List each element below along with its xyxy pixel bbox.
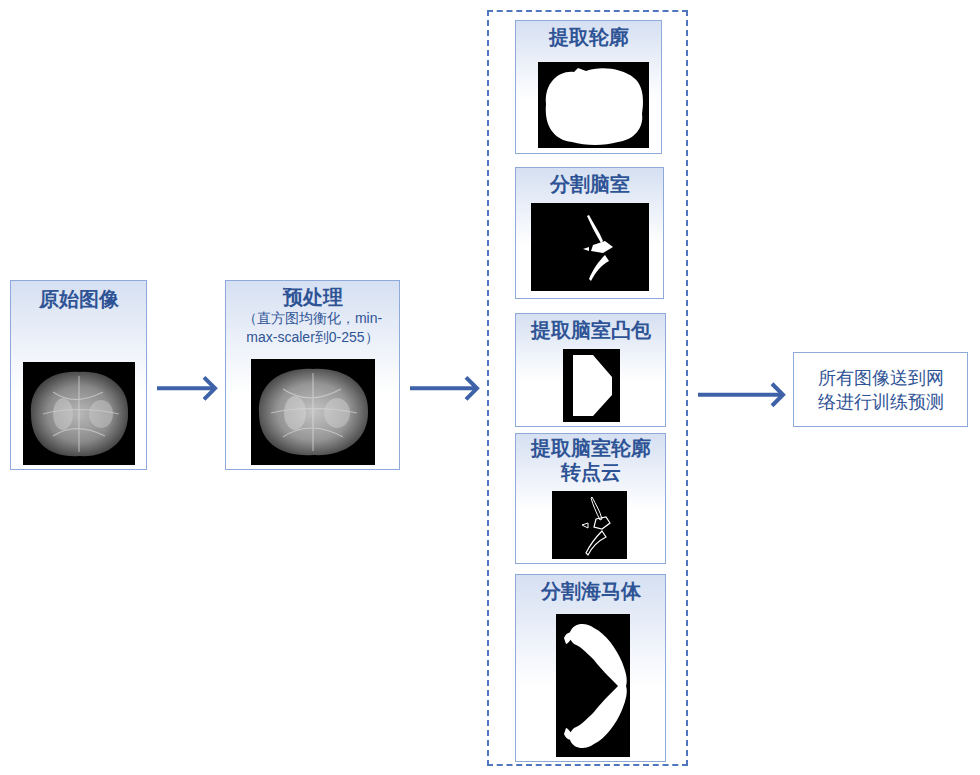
image-ground	[531, 203, 649, 291]
ventricle-mask	[531, 203, 649, 291]
flow-arrow	[698, 384, 783, 406]
node-note: （直方图均衡化，min-max-scaler到0-255）	[233, 309, 393, 347]
brain-detail	[324, 398, 350, 428]
flow-arrow	[157, 377, 215, 399]
point-outline	[582, 523, 588, 528]
hippocampus-shape	[564, 728, 574, 740]
brain-detail	[284, 396, 306, 430]
output-box: 所有图像送到网 络进行训练预测	[793, 352, 968, 427]
step-box: 提取脑室轮廓 转点云	[515, 433, 666, 564]
step-box: 提取轮廓	[515, 20, 662, 154]
hull-shape	[573, 355, 612, 416]
brain-detail	[53, 398, 73, 430]
arrow-head	[772, 384, 783, 406]
arrow-shaft	[410, 386, 475, 390]
contour-shape	[546, 68, 643, 145]
brain-shape	[31, 372, 128, 456]
image-ground	[538, 62, 649, 148]
brain-detail	[89, 400, 113, 428]
step-box: 提取脑室凸包	[515, 313, 666, 427]
ventricle-shape	[591, 241, 613, 253]
node-title: 所有图像送到网 络进行训练预测	[814, 366, 947, 414]
hippocampus-shape	[569, 624, 627, 686]
process-box: 预处理（直方图均衡化，min-max-scaler到0-255）	[225, 280, 400, 470]
arrow-head	[466, 377, 477, 399]
image-ground	[251, 359, 375, 465]
ventricle-shape	[587, 215, 603, 243]
node-title: 提取脑室轮廓 转点云	[527, 436, 655, 484]
step-box: 分割脑室	[515, 167, 664, 299]
node-title: 分割脑室	[516, 172, 663, 196]
image-ground	[563, 349, 620, 422]
ventricle-shape	[583, 247, 589, 251]
brain-detail	[271, 373, 357, 451]
step-box: 分割海马体	[515, 574, 666, 762]
point-outline	[591, 497, 602, 520]
hippocampus-mask	[556, 614, 630, 757]
hippocampus-shape	[564, 632, 574, 644]
point-outline	[594, 517, 610, 529]
convex-hull-mask	[563, 349, 620, 422]
image-ground	[556, 614, 630, 757]
node-title: 分割海马体	[516, 579, 665, 603]
arrow-head	[204, 377, 215, 399]
flow-arrow	[410, 377, 477, 399]
point-cloud-image	[552, 491, 627, 559]
image-ground	[552, 491, 627, 559]
hippocampus-shape	[569, 686, 627, 748]
image-box: 原始图像	[10, 280, 147, 470]
node-title: 预处理	[226, 285, 399, 309]
node-title: 提取轮廓	[516, 25, 661, 49]
arrow-shaft	[157, 386, 213, 390]
group-frame: 提取轮廓 分割脑室 提取脑室凸包 提取脑室轮廓 转点云 分割海马体	[487, 10, 688, 766]
node-title: 原始图像	[11, 287, 146, 311]
ventricle-shape	[589, 255, 609, 281]
image-ground	[23, 362, 135, 465]
node-title: 提取脑室凸包	[516, 318, 665, 342]
point-outline	[586, 531, 606, 555]
brain-detail	[43, 376, 119, 452]
brain-image	[23, 362, 135, 465]
arrow-shaft	[698, 393, 781, 397]
brain-image	[251, 359, 375, 465]
brain-shape	[259, 369, 368, 455]
contour-mask	[538, 62, 649, 148]
